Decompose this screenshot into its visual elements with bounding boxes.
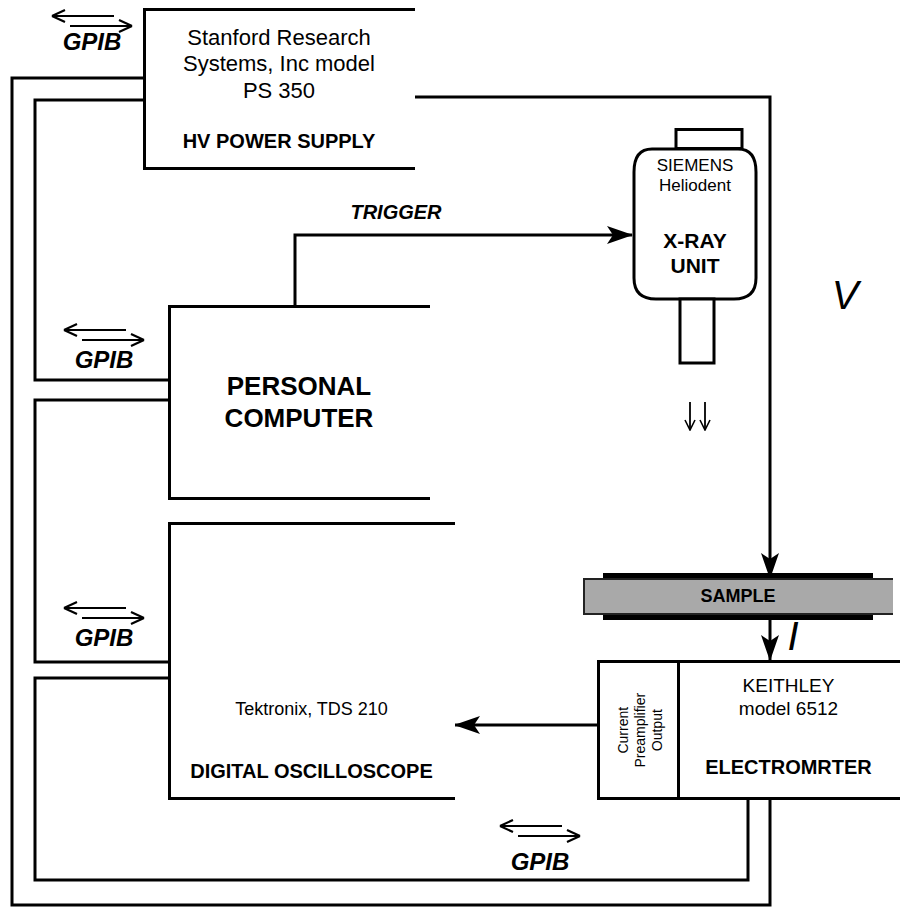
signal-arrow: [415, 97, 770, 578]
oscilloscope-box: Tektronix, TDS 210DIGITAL OSCILLOSCOPE: [168, 522, 455, 800]
electrometer-box: KEITHLEY model 6512ELECTROMRTER Current P…: [597, 660, 900, 800]
bus-label: GPIB: [75, 347, 134, 373]
bus-label: GPIB: [511, 849, 570, 875]
bus-arrow-symbol: [500, 820, 580, 842]
power-supply-box: Stanford Research Systems, Inc model PS …: [143, 8, 415, 170]
bus-arrow-symbol: [64, 324, 144, 346]
bus-label: GPIB: [63, 29, 122, 55]
sample-electrode: [603, 615, 873, 620]
signal-arrow: [455, 724, 600, 727]
node-title: X-RAY UNIT: [632, 228, 758, 278]
xray-beam-arrow: [689, 402, 691, 430]
node-text: Stanford Research Systems, Inc model PS …: [146, 25, 412, 104]
bus-arrow-symbol: [64, 602, 144, 624]
xray-tube: [680, 299, 714, 363]
node-title: ELECTROMRTER: [680, 755, 897, 779]
signal-label: V: [832, 273, 859, 317]
node-text: SIEMENS Heliodent: [632, 156, 758, 197]
preamp-output-box: Current Preamplifier Output: [600, 663, 680, 797]
sample-band: SAMPLE: [583, 578, 893, 615]
signal-arrow: [295, 235, 632, 305]
node-title: PERSONAL COMPUTER: [171, 371, 427, 433]
xray-beam-arrow: [704, 402, 706, 430]
xray-unit: SIEMENS HeliodentX-RAY UNIT: [632, 128, 758, 365]
xray-cap: [676, 130, 742, 149]
node-title: HV POWER SUPPLY: [146, 129, 412, 153]
gpib-bus-line: [35, 400, 168, 662]
signal-label: TRIGGER: [350, 201, 441, 223]
computer-box: PERSONAL COMPUTER: [168, 305, 430, 500]
node-text: Current Preamplifier Output: [615, 663, 665, 797]
node-title: DIGITAL OSCILLOSCOPE: [171, 759, 452, 783]
bus-label: GPIB: [75, 625, 134, 651]
node-title: SAMPLE: [585, 586, 891, 608]
node-text: Tektronix, TDS 210: [171, 699, 452, 721]
signal-label: I: [787, 614, 798, 658]
signal-arrow: [769, 615, 772, 660]
node-text: KEITHLEY model 6512: [680, 675, 897, 721]
